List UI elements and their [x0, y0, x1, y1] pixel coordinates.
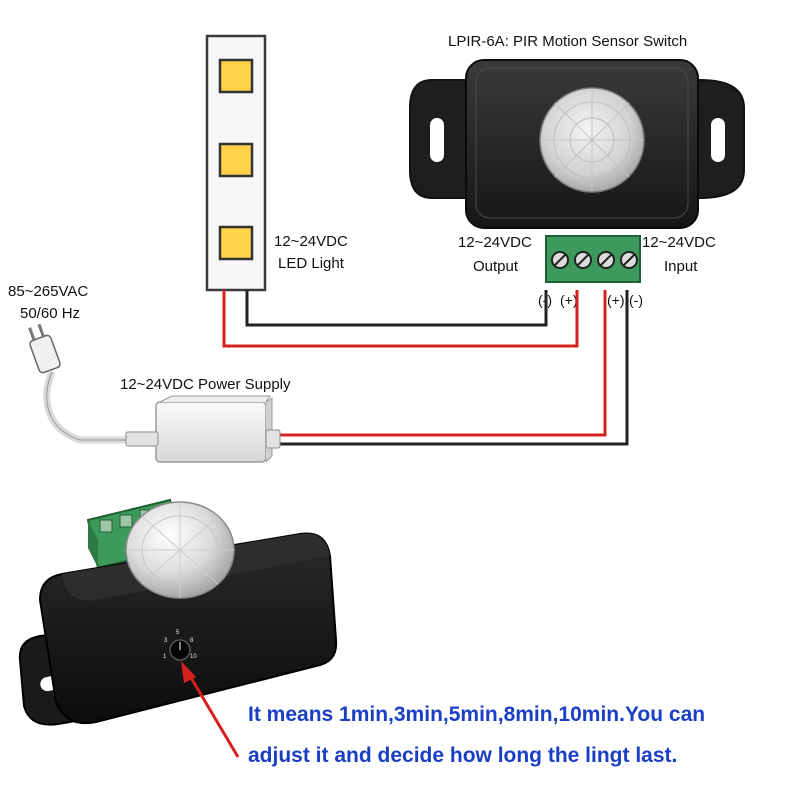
sensor-title: LPIR-6A: PIR Motion Sensor Switch	[448, 33, 687, 50]
caption-line-2: adjust it and decide how long the lingt …	[248, 744, 677, 767]
power-supply	[125, 395, 281, 463]
psu-label: 12~24VDC Power Supply	[120, 376, 291, 393]
pir-sensor-switch	[409, 59, 745, 283]
wire-led-positive	[222, 290, 579, 348]
dial-tick-5: 5	[176, 630, 180, 636]
mains-frequency-label: 50/60 Hz	[20, 305, 80, 322]
input-voltage-label: 12~24VDC	[642, 234, 716, 251]
led-chip	[218, 58, 254, 94]
led-chip	[218, 225, 254, 261]
output-voltage-label: 12~24VDC	[458, 234, 532, 251]
mounting-slot	[430, 118, 444, 162]
wire-psu-positive	[270, 290, 607, 437]
mains-plug	[28, 323, 130, 444]
mains-cable	[43, 370, 130, 444]
wire-led-negative	[245, 290, 548, 327]
output-name-label: Output	[473, 258, 519, 275]
sensor-product-photo: 1 3 5 8 10	[18, 498, 338, 726]
led-chip	[218, 142, 254, 178]
dial-tick-3: 3	[164, 638, 168, 644]
led-name-label: LED Light	[278, 255, 345, 272]
polarity-output-positive: (+)	[560, 292, 578, 308]
pointer-arrow	[181, 661, 240, 758]
polarity-input-positive: (+)	[607, 292, 625, 308]
input-name-label: Input	[664, 258, 698, 275]
mounting-slot	[711, 118, 725, 162]
dial-tick-10: 10	[190, 654, 197, 660]
dial-tick-1: 1	[163, 654, 167, 660]
caption-line-1: It means 1min,3min,5min,8min,10min.You c…	[248, 703, 705, 726]
led-voltage-label: 12~24VDC	[274, 233, 348, 250]
led-strip	[205, 34, 267, 292]
polarity-input-negative: (-)	[629, 292, 643, 308]
wire-psu-negative	[270, 290, 629, 446]
dial-tick-8: 8	[190, 638, 194, 644]
wires	[222, 290, 629, 446]
mains-voltage-label: 85~265VAC	[8, 283, 88, 300]
